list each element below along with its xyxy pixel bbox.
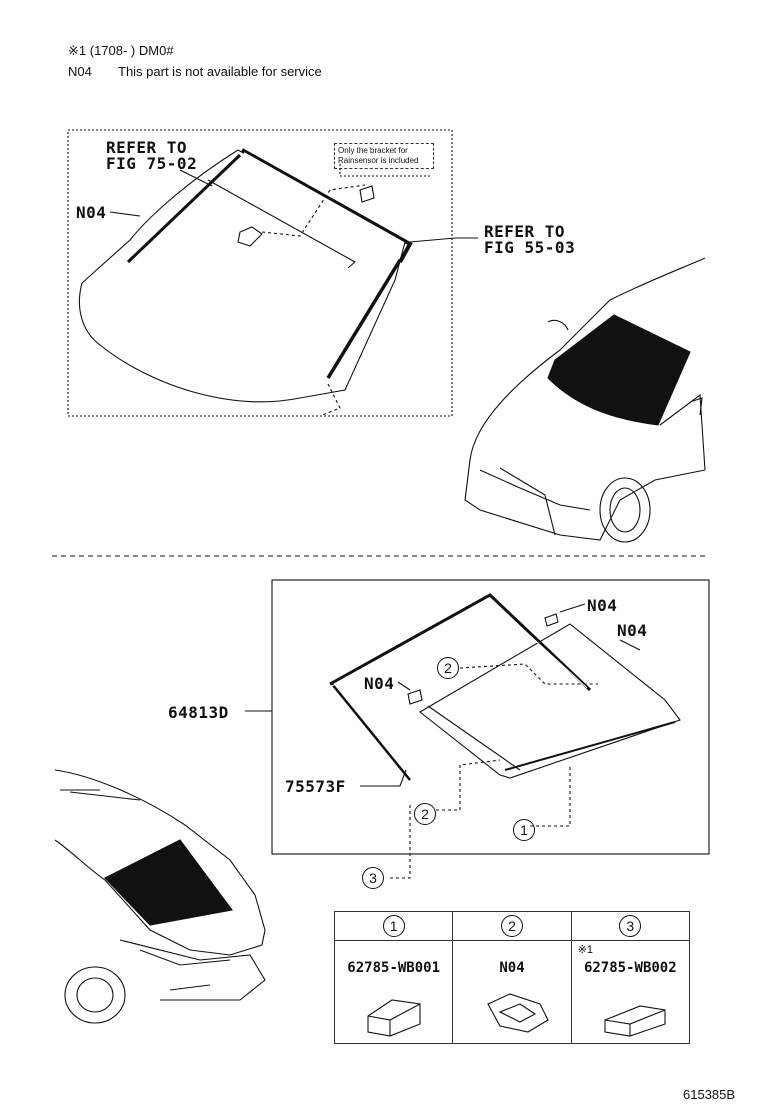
refer-label-b-line1: REFER TO — [484, 222, 566, 241]
bracket-callout-box: Only the bracket for Rainsensor is inclu… — [334, 143, 434, 169]
table-circle-1: 1 — [382, 915, 405, 937]
upper-windshield-outline — [78, 149, 406, 403]
callout-circle-2-lower: 2 — [414, 803, 436, 825]
upper-moulding-left — [126, 153, 242, 264]
lower-frame — [271, 579, 710, 855]
header-note-1: ※1 (1708- ) DM0# — [68, 43, 174, 58]
part-number-75573f: 75573F — [285, 777, 346, 796]
upper-moulding-side — [326, 259, 402, 379]
table-part-number-1: 62785-WB001 — [347, 960, 441, 976]
upper-windshield-inner — [207, 179, 356, 269]
lower-moulding — [329, 593, 592, 692]
upper-moulding-top — [241, 148, 413, 263]
callout-line2: Rainsensor is included — [338, 156, 419, 165]
refer-label-a-line2: FIG 75-02 — [106, 154, 198, 173]
header-code-description: This part is not available for service — [118, 64, 322, 79]
callout-circle-2-upper: 2 — [437, 657, 459, 679]
rear-car-window-tinted — [104, 839, 233, 926]
lower-n04-label-c: N04 — [617, 621, 648, 640]
callout-circle-3: 3 — [362, 867, 384, 889]
lower-n04-label-a: N04 — [364, 674, 395, 693]
parts-table-col-1: 1 62785-WB001 — [335, 912, 453, 1043]
refer-label-a-line1: REFER TO — [106, 138, 188, 157]
part-3-shape — [604, 1005, 666, 1037]
table-part-number-3: 62785-WB002 — [583, 960, 677, 976]
refer-label-b-line2: FIG 55-03 — [484, 238, 576, 257]
table-circle-3: 3 — [619, 915, 642, 937]
parts-table-col-2: 2 N04 — [452, 912, 571, 1043]
callout-bracket — [359, 185, 375, 203]
upper-frame — [67, 129, 453, 417]
callout-circle-1: 1 — [513, 819, 535, 841]
table-part-number-2: N04 — [499, 960, 525, 976]
front-car-roof — [469, 257, 706, 461]
rear-car-roof — [54, 769, 266, 931]
part-1-shape — [367, 999, 421, 1037]
table-circle-2: 2 — [500, 915, 523, 937]
lower-n04-label-b: N04 — [587, 596, 618, 615]
figure-id: 615385B — [683, 1087, 736, 1102]
upper-bracket — [237, 226, 263, 247]
front-car-windshield-tinted — [547, 314, 691, 426]
part-2-shape — [487, 993, 549, 1033]
callout-line1: Only the bracket for — [338, 146, 408, 155]
header-code: N04 — [68, 64, 92, 79]
parts-table-col-3: 3 ※1 62785-WB002 — [570, 912, 689, 1043]
lower-windshield-outline — [419, 623, 681, 779]
parts-table: 1 62785-WB001 2 N04 3 ※1 62785-WB002 — [334, 911, 690, 1044]
upper-n04-label: N04 — [76, 203, 107, 222]
part-number-64813d: 64813D — [168, 703, 229, 722]
table-note-3: ※1 — [577, 944, 593, 956]
